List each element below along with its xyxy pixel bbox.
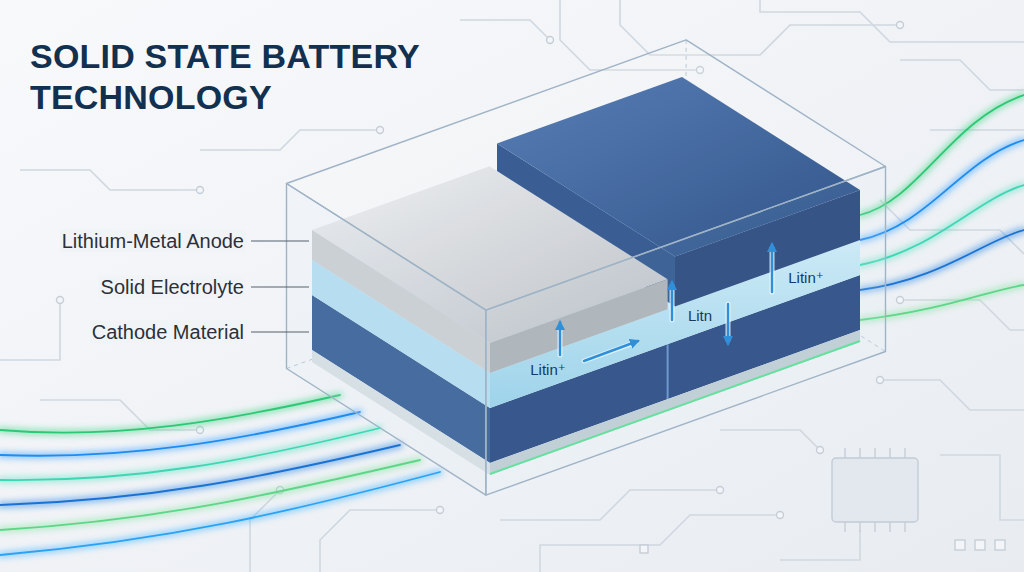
energy-stream bbox=[0, 428, 380, 480]
circuit-trace bbox=[880, 380, 1024, 410]
chip-symbol bbox=[832, 458, 918, 522]
energy-stream bbox=[0, 412, 360, 456]
circuit-pad bbox=[817, 447, 824, 454]
circuit-pad bbox=[717, 487, 724, 494]
energy-stream bbox=[0, 428, 380, 480]
transparent-housing bbox=[486, 167, 886, 496]
chip-symbol bbox=[845, 448, 905, 458]
energy-stream bbox=[0, 412, 360, 456]
circuit-pad bbox=[955, 540, 965, 550]
ion-flow-arrow bbox=[671, 282, 673, 320]
circuit-pad bbox=[897, 297, 904, 304]
circuit-trace bbox=[200, 130, 380, 150]
leader-line bbox=[251, 286, 309, 287]
transparent-housing bbox=[287, 40, 886, 495]
circuit-trace bbox=[500, 490, 720, 520]
ion-flow-arrow bbox=[560, 248, 772, 361]
circuit-trace bbox=[780, 530, 860, 560]
energy-stream bbox=[0, 472, 440, 555]
circuit-pad bbox=[777, 512, 784, 519]
circuit-pad bbox=[897, 22, 904, 29]
circuit-trace bbox=[900, 300, 1024, 330]
part-label: Lithium-Metal Anode bbox=[60, 230, 246, 253]
circuit-pad bbox=[57, 297, 64, 304]
leader-line bbox=[251, 241, 309, 332]
ion-flow-arrow bbox=[560, 244, 772, 361]
leader-line bbox=[251, 240, 309, 241]
circuit-pad bbox=[995, 540, 1005, 550]
transparent-housing bbox=[287, 184, 486, 496]
circuit-trace bbox=[940, 455, 1024, 520]
chip-symbol bbox=[845, 522, 905, 532]
chip-symbol bbox=[832, 448, 918, 532]
diagram-title: SOLID STATE BATTERY TECHNOLOGY bbox=[30, 36, 460, 118]
circuit-trace bbox=[250, 490, 280, 572]
circuit-trace bbox=[20, 170, 200, 190]
circuit-pad bbox=[197, 427, 204, 434]
ion-label: Litin⁺ bbox=[530, 361, 565, 379]
circuit-trace bbox=[540, 515, 780, 572]
circuit-trace bbox=[0, 300, 60, 360]
circuit-pad bbox=[377, 127, 384, 134]
circuit-pad bbox=[640, 545, 648, 553]
ion-flow-arrow bbox=[584, 341, 638, 361]
circuit-trace bbox=[320, 510, 440, 572]
circuit-pad bbox=[877, 377, 884, 384]
part-label: Cathode Material bbox=[90, 321, 246, 344]
ion-flow-arrow bbox=[560, 244, 772, 361]
circuit-trace bbox=[930, 129, 1024, 131]
leader-line bbox=[251, 331, 309, 332]
circuit-trace bbox=[900, 60, 1024, 90]
ion-label: Litn bbox=[688, 307, 712, 324]
ion-flow-arrow bbox=[727, 304, 729, 344]
energy-stream bbox=[0, 472, 440, 555]
circuit-pad bbox=[547, 37, 554, 44]
part-label: Solid Electrolyte bbox=[99, 276, 246, 299]
circuit-pad bbox=[197, 187, 204, 194]
circuit-pad bbox=[975, 540, 985, 550]
energy-stream bbox=[0, 445, 400, 505]
circuit-pad bbox=[437, 507, 444, 514]
circuit-trace bbox=[720, 430, 820, 450]
ion-flow-arrow bbox=[771, 244, 773, 292]
energy-stream bbox=[0, 460, 420, 530]
circuit-trace bbox=[760, 0, 1024, 42]
ion-label: Litin⁺ bbox=[788, 269, 823, 287]
circuit-trace bbox=[460, 20, 550, 40]
ion-flow-arrow bbox=[559, 322, 561, 355]
